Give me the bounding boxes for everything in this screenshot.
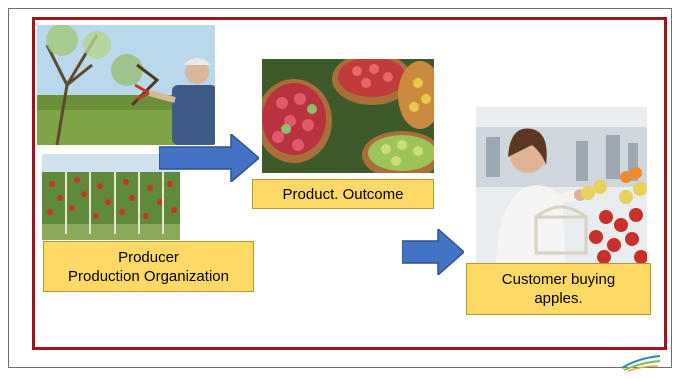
producer-label-line1: Producer — [118, 248, 179, 266]
producer-label: Producer Production Organization — [43, 241, 254, 292]
customer-label-line1: Customer buying — [501, 271, 616, 288]
right-arrow-icon — [402, 229, 464, 275]
orchard-photo — [42, 154, 180, 240]
logo-mark-icon — [621, 355, 661, 372]
product-label: Product. Outcome — [252, 179, 434, 209]
apple-baskets-photo — [262, 59, 434, 173]
customer-label: Customer buying apples. — [466, 263, 651, 315]
customer-label-line2: apples. — [534, 290, 583, 307]
pruning-farmer-photo — [37, 25, 215, 145]
customer-buying-apples-photo — [476, 107, 647, 264]
producer-label-line2: Production Organization — [68, 267, 229, 285]
slide-border — [8, 8, 672, 368]
product-label-text: Product. Outcome — [282, 185, 404, 203]
right-arrow-icon — [159, 134, 259, 182]
diagram-frame — [32, 17, 667, 350]
